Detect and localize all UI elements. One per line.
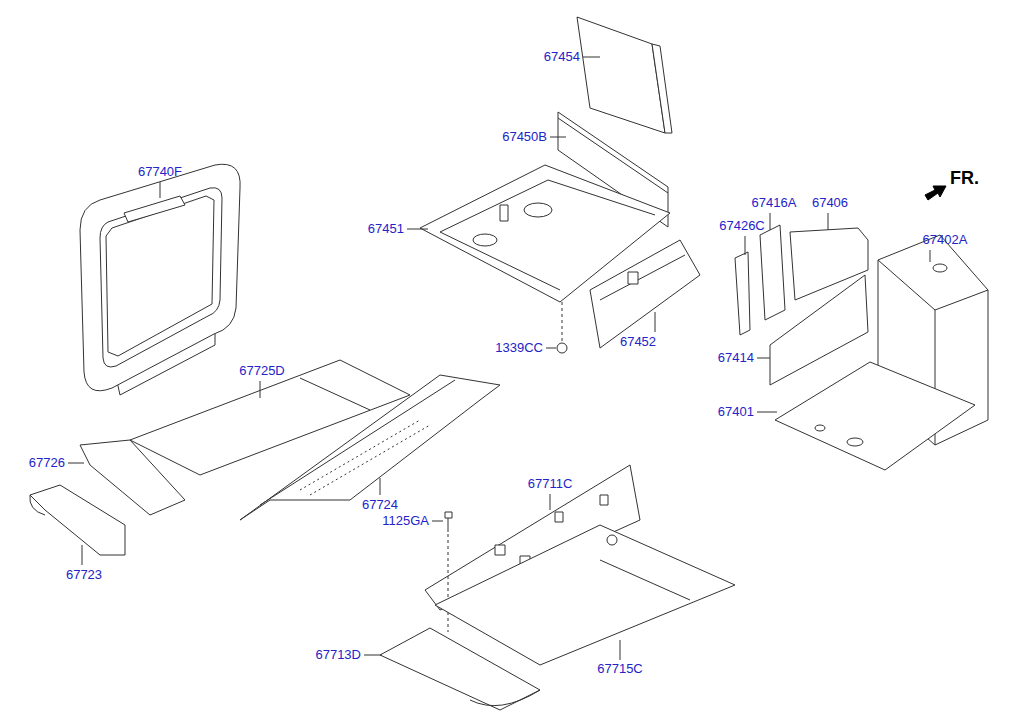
callout-number: 67725D xyxy=(239,363,285,379)
duct xyxy=(30,485,125,555)
bracket xyxy=(760,225,785,320)
callout-number: 67402A xyxy=(923,232,968,248)
panel xyxy=(770,275,868,385)
direction-label: FR. xyxy=(950,168,979,188)
callout-number: 67723 xyxy=(66,567,102,583)
callout-number: 67450B xyxy=(502,129,547,145)
callout-number: 1339CC xyxy=(495,340,543,356)
bracket xyxy=(735,252,750,335)
callout-number: 1125GA xyxy=(382,513,429,529)
side-trim xyxy=(380,628,540,710)
base-plate xyxy=(775,362,975,470)
callout-number: 67406 xyxy=(812,195,848,211)
nut xyxy=(557,343,567,353)
callout-number: 67454 xyxy=(544,49,580,65)
panel-edge xyxy=(652,44,672,133)
callout-number: 67726 xyxy=(29,455,65,471)
callout-number: 67713D xyxy=(315,647,361,663)
callout-number: 67452 xyxy=(620,334,656,350)
callout-number: 67740F xyxy=(138,164,182,180)
bracket-panel xyxy=(80,440,185,515)
callout-number: 67711C xyxy=(528,476,573,492)
callout-number: 67426C xyxy=(719,218,765,234)
window-frame xyxy=(80,164,240,391)
leader-lines xyxy=(68,57,930,660)
callout-number: 67715C xyxy=(597,661,643,677)
side-panel xyxy=(590,240,700,348)
floor-channel xyxy=(240,375,500,520)
tray xyxy=(420,165,670,302)
callout-number: 67416A xyxy=(752,195,797,211)
callout-number: 67451 xyxy=(368,221,404,237)
floor-panel xyxy=(435,525,735,665)
callout-number: 67401 xyxy=(718,404,754,420)
front-arrow xyxy=(925,186,946,200)
panel xyxy=(577,17,665,133)
callout-number: 67414 xyxy=(718,350,754,366)
bolt xyxy=(445,512,452,518)
callout-number: 67724 xyxy=(362,497,398,513)
